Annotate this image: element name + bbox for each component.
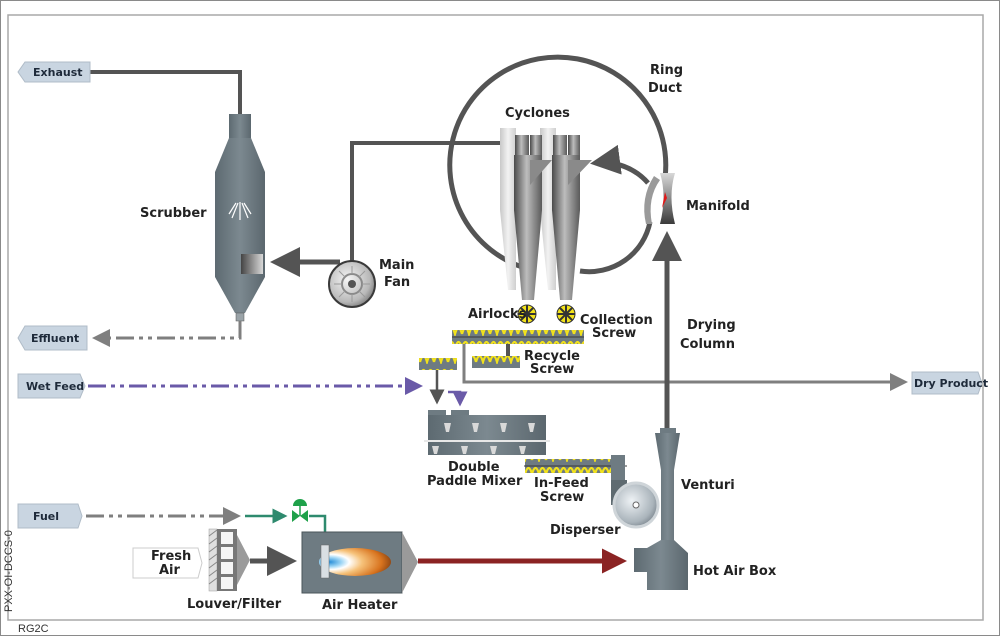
double-paddle-mixer[interactable] — [424, 410, 550, 455]
manifold-return-duct — [579, 221, 653, 275]
drying-column-label-2: Column — [680, 337, 735, 352]
mixer-label: Double — [448, 460, 500, 475]
recycle-screw-label-2: Screw — [530, 362, 574, 377]
effluent-tag[interactable]: Effluent — [17, 325, 88, 351]
airlock-2[interactable] — [556, 304, 576, 324]
hot-air-box[interactable] — [634, 540, 688, 590]
scrubber-label: Scrubber — [140, 206, 207, 221]
fresh-air-tag[interactable]: Fresh Air — [132, 547, 203, 579]
disperser-label: Disperser — [550, 523, 621, 538]
louver-filter[interactable] — [208, 528, 250, 592]
recycle-screw-label: Recycle — [524, 349, 580, 364]
collection-screw[interactable] — [452, 330, 584, 344]
wet-feed-tag[interactable]: Wet Feed — [17, 373, 86, 399]
hot-air-box-label: Hot Air Box — [693, 564, 777, 579]
recycle-screw[interactable] — [472, 356, 520, 368]
main-fan-label: Main — [379, 258, 414, 273]
manifold-label: Manifold — [686, 199, 750, 214]
svg-text:Effluent: Effluent — [31, 332, 79, 345]
cyclones[interactable] — [500, 128, 592, 300]
airlock-1[interactable] — [517, 304, 537, 324]
flame-icon — [319, 548, 391, 576]
svg-text:Wet Feed: Wet Feed — [26, 380, 84, 393]
fuel-control-valve[interactable] — [292, 499, 308, 522]
drying-column-label: Drying — [687, 318, 736, 333]
dry-product-line — [462, 344, 908, 391]
main-fan-label-2: Fan — [384, 275, 410, 290]
ring-duct-label: Ring — [650, 63, 683, 78]
manifold[interactable] — [644, 173, 675, 224]
venturi-label: Venturi — [681, 478, 735, 493]
svg-text:Fresh: Fresh — [151, 549, 191, 564]
wet-feed-drop — [448, 390, 468, 407]
manifold-damper-icon — [662, 192, 667, 208]
scrubber-inlet — [241, 254, 263, 274]
feed-screw[interactable] — [419, 358, 457, 370]
collection-screw-label: Collection — [580, 313, 653, 328]
mixer-label-2: Paddle Mixer — [427, 474, 523, 489]
dry-product-tag[interactable]: Dry Product — [911, 371, 988, 395]
svg-text:Exhaust: Exhaust — [33, 66, 83, 79]
manifold-to-cyclone-duct — [590, 144, 650, 185]
frame-code-bottom: RG2C — [18, 623, 49, 635]
air-heater[interactable] — [301, 531, 418, 594]
frame-code-vertical: PXX-OI-DCCS-0 — [3, 530, 15, 612]
in-feed-screw[interactable] — [524, 455, 627, 480]
exhaust-tag[interactable]: Exhaust — [17, 61, 91, 83]
effluent-line — [92, 321, 242, 347]
in-feed-screw-label-2: Screw — [540, 490, 584, 505]
cyclones-label: Cyclones — [505, 106, 570, 121]
in-feed-screw-label: In-Feed — [534, 476, 589, 491]
venturi[interactable] — [655, 428, 680, 540]
main-fan[interactable] — [328, 260, 376, 308]
inner-frame — [7, 14, 984, 621]
collection-screw-label-2: Screw — [592, 326, 636, 341]
disperser[interactable] — [611, 480, 660, 529]
louver-filter-label: Louver/Filter — [187, 597, 282, 612]
ring-duct — [447, 54, 669, 271]
fuel-tag[interactable]: Fuel — [17, 503, 83, 529]
exhaust-duct — [90, 70, 242, 114]
spray-icon — [228, 202, 252, 220]
svg-text:Dry Product: Dry Product — [914, 377, 988, 390]
air-heater-label: Air Heater — [322, 598, 398, 613]
svg-text:Fuel: Fuel — [33, 510, 59, 523]
ring-duct-label-2: Duct — [648, 81, 682, 96]
svg-text:Air: Air — [159, 563, 181, 578]
airlocks-label: Airlocks — [468, 307, 527, 322]
scrubber[interactable] — [215, 114, 265, 322]
